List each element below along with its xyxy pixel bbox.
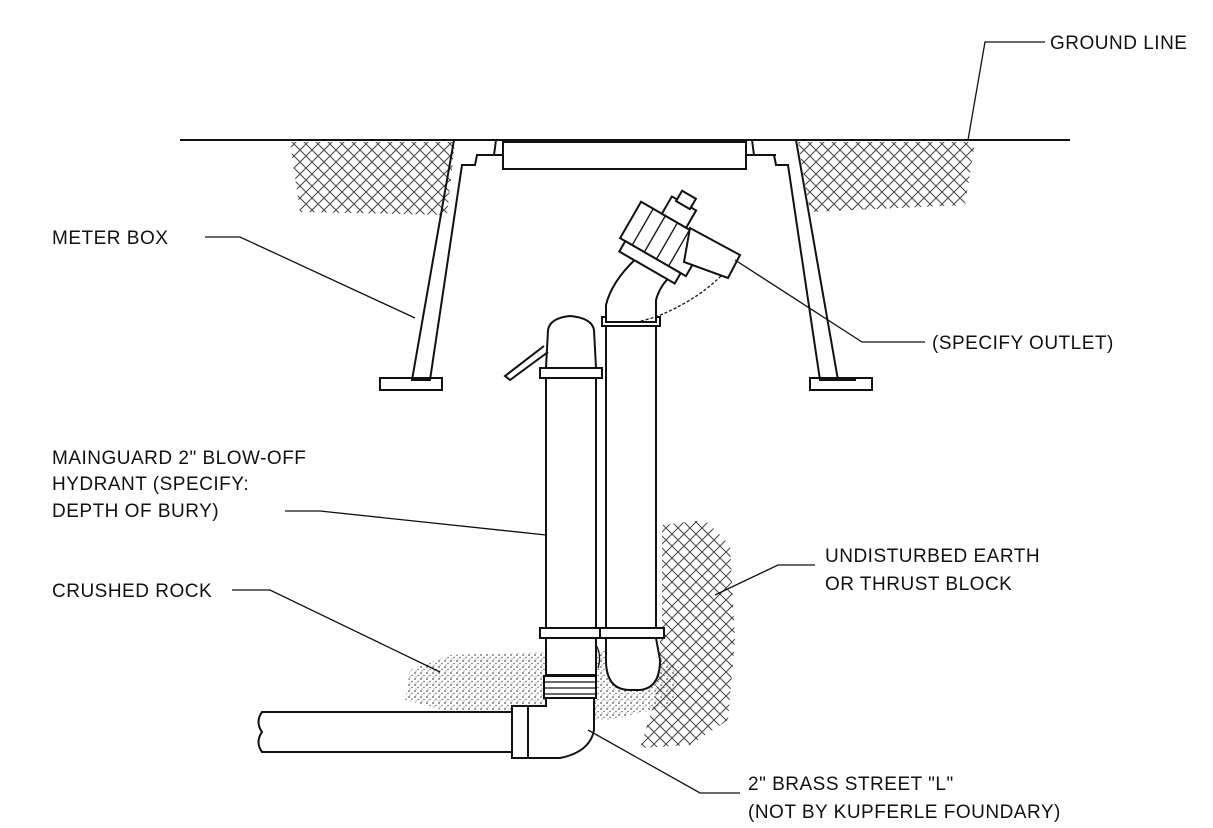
label-hydrant-line-1: MAINGUARD 2" BLOW-OFF	[52, 448, 306, 469]
leader-thrust-block	[714, 564, 815, 596]
leader-specify-outlet	[734, 259, 925, 343]
label-ground-line: GROUND LINE	[1050, 33, 1187, 54]
label-specify-outlet: (SPECIFY OUTLET)	[932, 333, 1114, 354]
leader-meter-box	[205, 236, 416, 319]
main-pipe-coupling	[511, 705, 529, 759]
barrel-bottom-band	[539, 627, 603, 639]
threaded-nipple	[543, 675, 597, 699]
riser-pipe	[605, 321, 657, 641]
label-crushed-rock: CRUSHED ROCK	[52, 581, 212, 602]
operating-nut	[544, 314, 598, 369]
meter-box-flange-left	[379, 377, 443, 391]
label-earth-line-1: UNDISTURBED EARTH	[825, 546, 1040, 567]
cap	[682, 226, 742, 280]
main-pipe	[257, 711, 513, 753]
leader-brass-l	[587, 729, 740, 794]
riser-bottom-band	[599, 627, 665, 639]
leader-crushed-rock	[232, 589, 441, 673]
label-brass-line-1: 2" BRASS STREET "L"	[748, 774, 954, 795]
meter-box-left-wall	[410, 139, 498, 381]
label-earth-line-2: OR THRUST BLOCK	[825, 574, 1012, 595]
cap-chain	[635, 257, 739, 323]
label-hydrant-line-2: HYDRANT (SPECIFY:	[52, 474, 249, 495]
soil-hatch-left	[290, 142, 455, 215]
outlet-coupling	[617, 189, 709, 285]
label-hydrant-line-3: DEPTH OF BURY)	[52, 501, 219, 522]
leader-ground-line	[967, 41, 1045, 141]
meter-box-flange-right	[809, 377, 873, 391]
label-brass-line-2: (NOT BY KUPFERLE FOUNDARY)	[748, 802, 1061, 823]
riser-elbow	[605, 637, 662, 691]
soil-hatch-right	[798, 142, 975, 212]
barrel-top-band	[539, 367, 603, 379]
riser-break	[595, 644, 601, 669]
leader-hydrant	[285, 510, 547, 536]
label-meter-box: METER BOX	[52, 228, 168, 249]
operating-handle	[503, 345, 549, 382]
brass-street-l	[527, 697, 595, 759]
meter-box-lid	[502, 141, 747, 170]
